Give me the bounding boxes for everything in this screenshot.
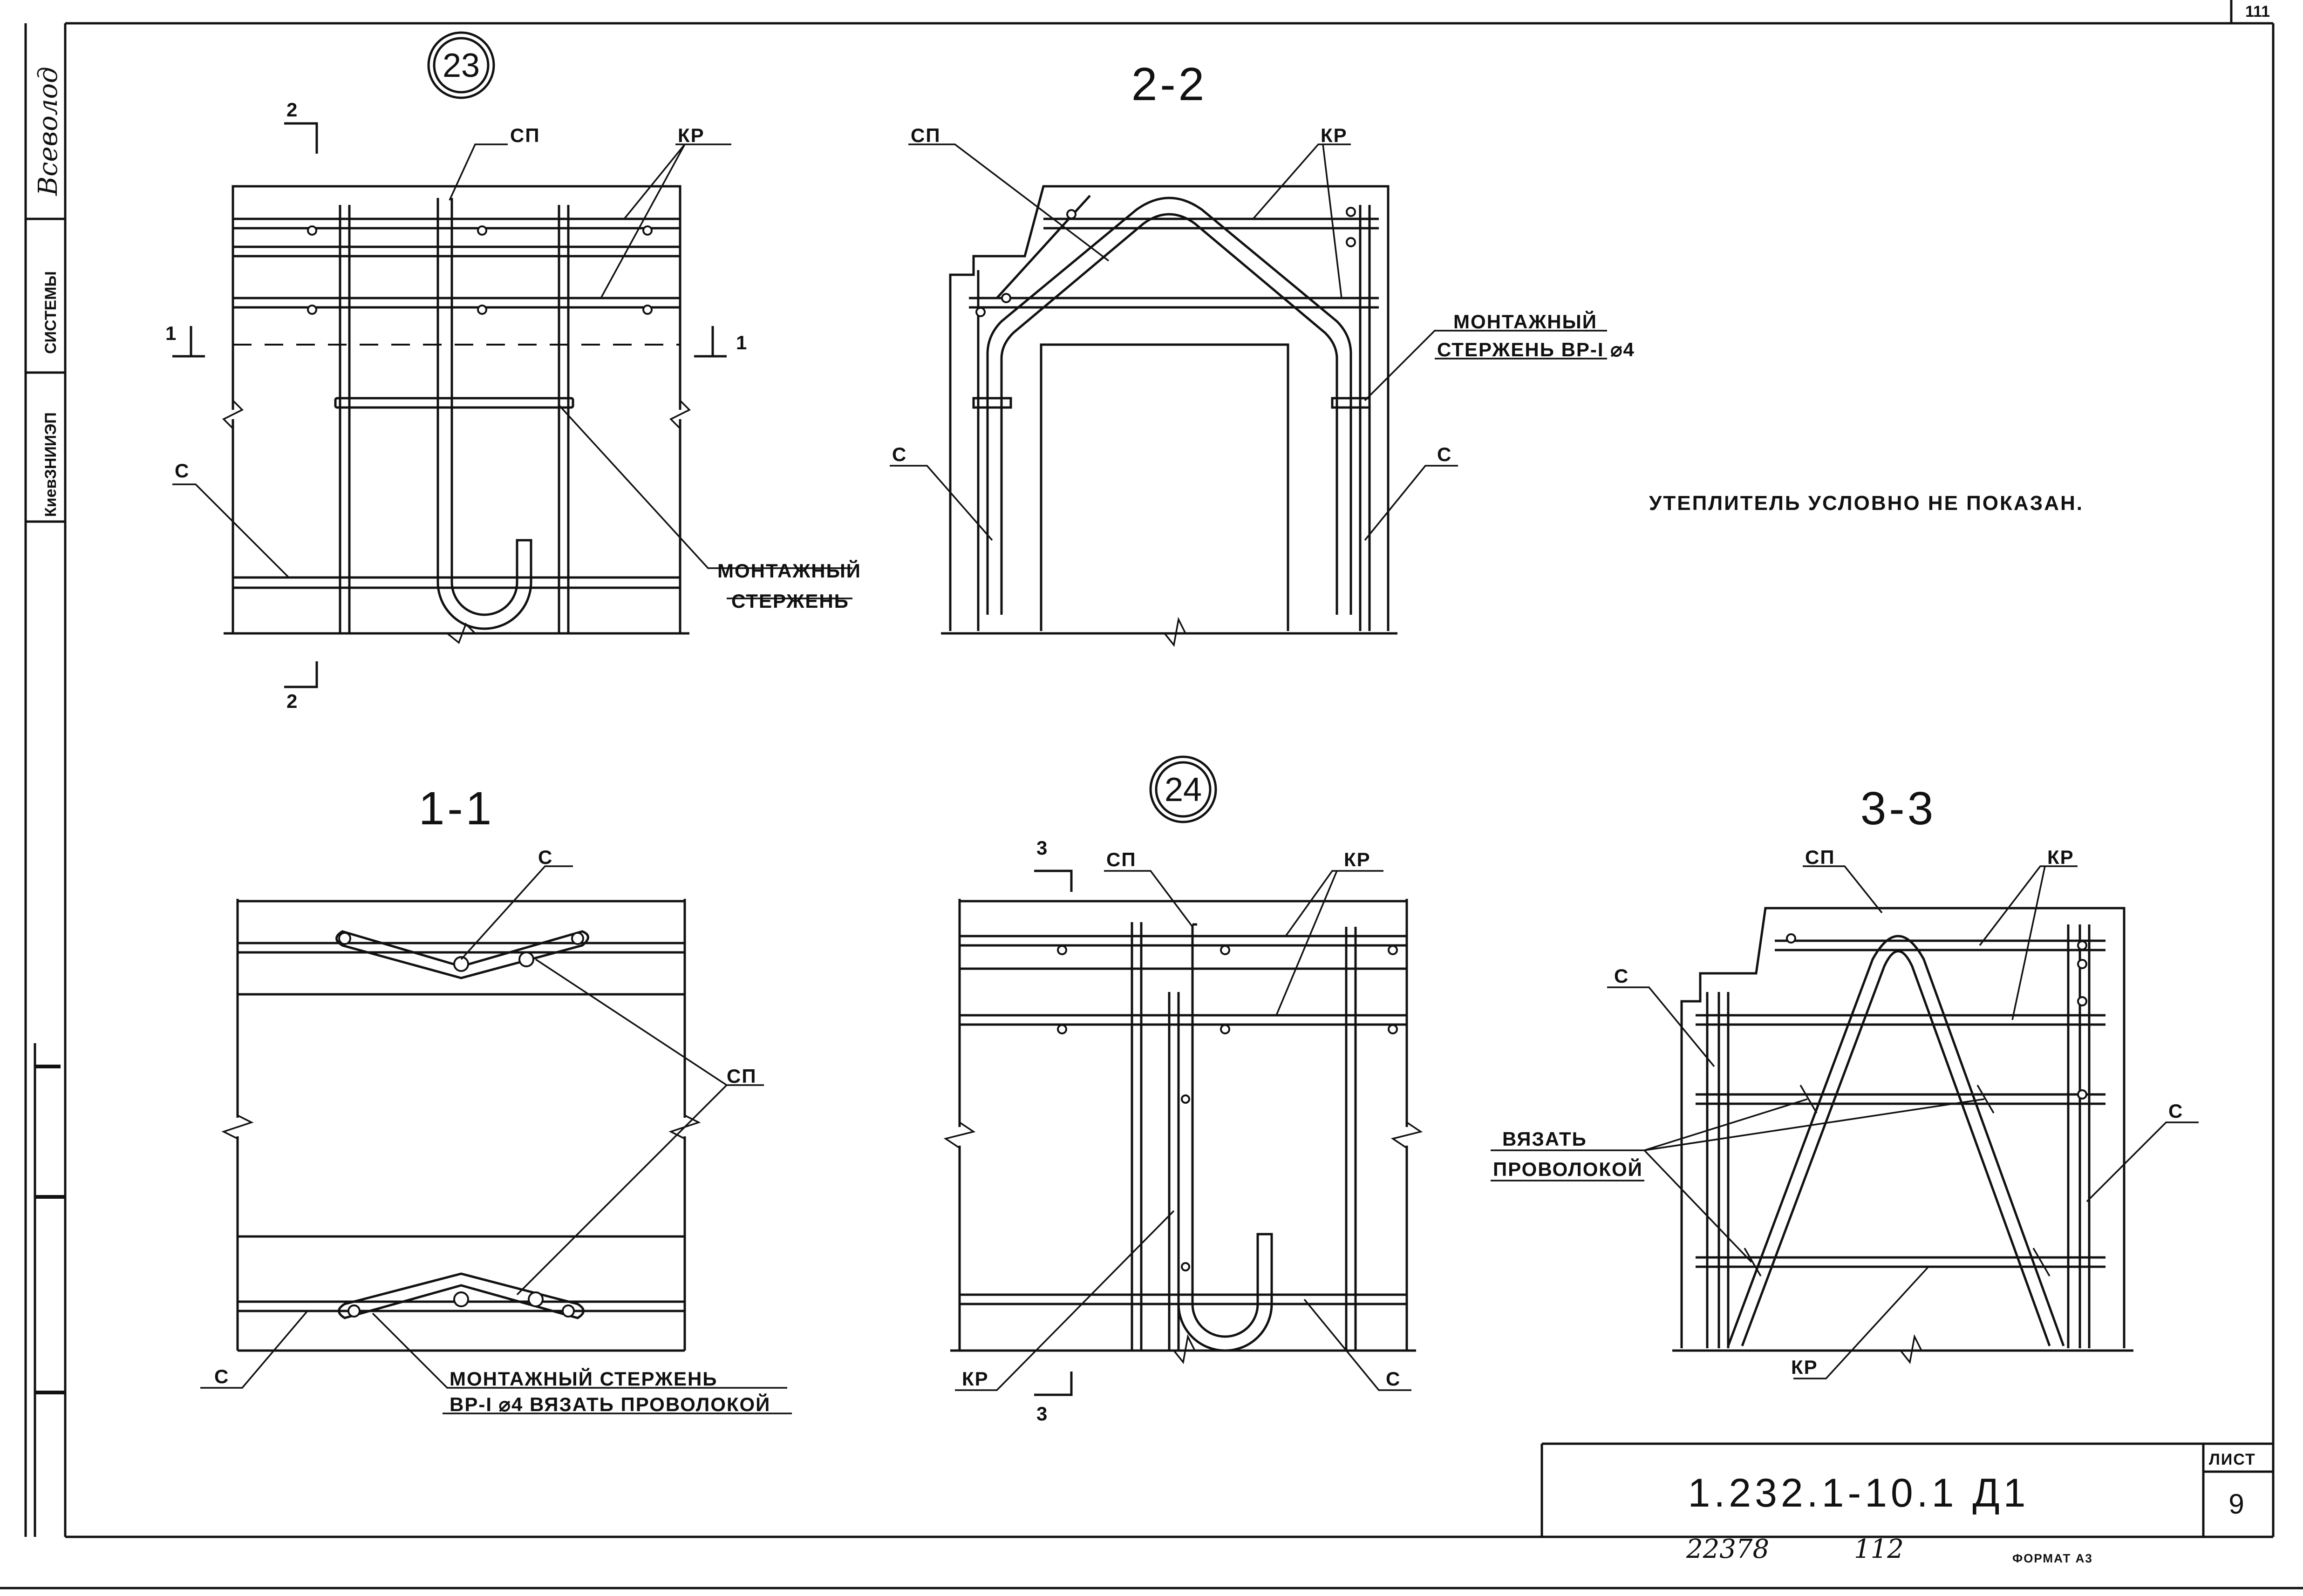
view-23-label-mount-a: МОНТАЖНЫЙ xyxy=(717,559,861,582)
sheet-label: ЛИСТ xyxy=(2209,1451,2256,1468)
view-3-3-label-tie-b: ПРОВОЛОКОЙ xyxy=(1493,1158,1643,1180)
view-24-cut-3-top: 3 xyxy=(1036,837,1048,859)
view-24-label-c: С xyxy=(1386,1368,1401,1390)
view-3-3-label-sp: СП xyxy=(1805,846,1835,868)
view-23-label-sp: СП xyxy=(510,124,540,146)
title-block xyxy=(1540,1442,2273,1537)
view-2-2-label-mount-a: МОНТАЖНЫЙ xyxy=(1453,310,1597,333)
view-2-2-label-mount-b: СТЕРЖЕНЬ ВР-I ⌀4 xyxy=(1437,339,1635,360)
view-3-3-title: 3-3 xyxy=(1860,782,1936,835)
view-23-cut-2-top: 2 xyxy=(286,99,298,121)
view-24-label-kr-top: КР xyxy=(1344,849,1371,870)
view-23: 23 2 xyxy=(165,31,861,712)
view-1-1-label-sp: СП xyxy=(727,1065,757,1087)
inventory-number: 22378 xyxy=(1686,1534,1769,1564)
view-24-label-kr-bottom: КР xyxy=(962,1368,989,1390)
view-23-cut-1-left: 1 xyxy=(165,322,177,344)
view-23-cut-2-bottom: 2 xyxy=(286,690,298,712)
view-1-1-label-mount-b: ВР-I ⌀4 ВЯЗАТЬ ПРОВОЛОКОЙ xyxy=(450,1393,770,1415)
view-3-3: 3-3 xyxy=(1491,782,2199,1379)
view-2-2-title: 2-2 xyxy=(1131,58,1207,110)
document-code: 1.232.1-10.1 Д1 xyxy=(1688,1471,2030,1515)
view-24-label-sp: СП xyxy=(1106,849,1137,870)
view-23-cut-1-right: 1 xyxy=(736,332,748,353)
page-number: 112 xyxy=(1854,1534,1904,1564)
view-2-2-label-c-right: С xyxy=(1437,443,1452,465)
view-1-1-label-c-bottom: С xyxy=(214,1365,229,1387)
view-24-marker: 24 xyxy=(1165,771,1202,808)
side-signature: Всеволод xyxy=(33,67,63,196)
view-23-marker: 23 xyxy=(443,47,480,84)
view-1-1-label-c-top: С xyxy=(538,846,553,868)
view-23-marker-circle xyxy=(427,31,495,99)
side-systems-label: СИСТЕМЫ xyxy=(42,271,60,354)
side-org-label: КиевЗНИИЭП xyxy=(42,412,60,517)
view-3-3-label-kr-bottom: КР xyxy=(1791,1356,1818,1378)
corner-mark: 111 xyxy=(2245,3,2270,20)
view-23-label-mount-b: СТЕРЖЕНЬ xyxy=(731,590,849,612)
view-24-cut-3-bottom: 3 xyxy=(1036,1403,1048,1425)
view-2-2: 2-2 СП КР xyxy=(890,58,1635,647)
view-23-label-kr: КР xyxy=(678,124,705,146)
view-3-3-label-kr-top: КР xyxy=(2047,846,2074,868)
view-2-2-label-c-left: С xyxy=(892,443,907,465)
view-1-1-label-mount-a: МОНТАЖНЫЙ СТЕРЖЕНЬ xyxy=(450,1367,718,1390)
sheet-number: 9 xyxy=(2228,1488,2248,1520)
view-2-2-label-sp: СП xyxy=(911,124,941,146)
insulation-note: УТЕПЛИТЕЛЬ УСЛОВНО НЕ ПОКАЗАН. xyxy=(1649,492,2084,515)
view-24: 24 3 xyxy=(943,755,1423,1425)
view-1-1: 1-1 С СП С МОНТАЖНЫ xyxy=(200,782,792,1415)
format-label: ФОРМАТ А3 xyxy=(2012,1551,2093,1565)
view-3-3-label-c-left: С xyxy=(1614,965,1629,987)
view-23-label-c: С xyxy=(175,460,190,482)
view-3-3-label-tie-a: ВЯЗАТЬ xyxy=(1502,1128,1587,1150)
view-2-2-label-kr: КР xyxy=(1321,124,1348,146)
view-24-marker-circle xyxy=(1149,755,1217,823)
view-3-3-label-c-right: С xyxy=(2168,1100,2183,1122)
view-1-1-title: 1-1 xyxy=(419,782,495,835)
